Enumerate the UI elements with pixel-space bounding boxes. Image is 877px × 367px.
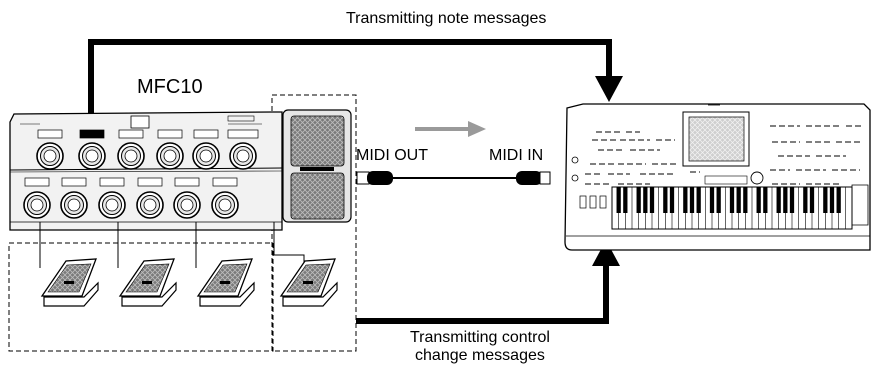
midi-in-label: MIDI IN xyxy=(489,147,544,164)
top-footswitch-3 xyxy=(117,142,145,170)
black-key-14 xyxy=(736,187,741,213)
expression-pedals xyxy=(40,258,338,307)
black-key-12 xyxy=(716,187,721,213)
black-key-15 xyxy=(743,187,748,213)
black-key-16 xyxy=(756,187,761,213)
keyboard-screen xyxy=(682,104,750,167)
bottom-row-number-labels xyxy=(24,177,238,187)
black-key-22 xyxy=(809,187,815,213)
device-name-label: MFC10 xyxy=(137,76,203,98)
black-key-3 xyxy=(636,187,641,213)
black-key-23 xyxy=(823,187,828,213)
bottom-footswitch-6 xyxy=(211,191,239,219)
black-key-11 xyxy=(709,187,715,213)
midi-cable xyxy=(356,171,551,185)
black-key-17 xyxy=(763,187,768,213)
black-key-21 xyxy=(803,187,808,213)
transfer-direction-arrow xyxy=(415,121,486,137)
black-key-7 xyxy=(669,187,675,213)
keyboard-panel-controls xyxy=(585,125,862,185)
control-messages-line2: change messages xyxy=(415,347,545,365)
arranger-keyboard xyxy=(564,103,871,251)
top-footswitch-4 xyxy=(156,142,184,170)
black-key-10 xyxy=(696,187,701,213)
footswitches xyxy=(23,142,257,219)
bottom-footswitch-1 xyxy=(23,191,51,219)
expression-pedal-1 xyxy=(40,258,99,307)
top-row-number-labels xyxy=(37,129,259,139)
expression-pedal-4 xyxy=(279,258,338,307)
top-footswitch-6 xyxy=(229,142,257,170)
black-key-19 xyxy=(783,187,788,213)
mfc10-unit xyxy=(9,109,352,231)
black-key-4 xyxy=(643,187,648,213)
top-footswitch-5 xyxy=(192,142,220,170)
control-messages-label: Transmitting control change messages xyxy=(410,329,550,366)
black-key-1 xyxy=(616,187,621,213)
black-key-20 xyxy=(789,187,795,213)
black-key-6 xyxy=(663,187,668,213)
top-footswitch-2 xyxy=(78,142,106,170)
black-key-24 xyxy=(829,187,835,213)
black-key-8 xyxy=(683,187,688,213)
expression-pedal-3 xyxy=(196,258,255,307)
bottom-footswitch-4 xyxy=(136,191,164,219)
bottom-footswitch-3 xyxy=(98,191,126,219)
black-key-2 xyxy=(623,187,628,213)
note-message-arrow xyxy=(88,39,623,139)
control-message-arrow xyxy=(356,240,620,324)
bottom-footswitch-5 xyxy=(173,191,201,219)
control-messages-line1: Transmitting control xyxy=(410,329,550,346)
midi-out-label: MIDI OUT xyxy=(356,147,428,164)
black-key-25 xyxy=(836,187,841,213)
expression-pedal-2 xyxy=(118,258,177,307)
black-key-18 xyxy=(776,187,781,213)
black-key-5 xyxy=(649,187,655,213)
black-key-13 xyxy=(729,187,735,213)
top-footswitch-1 xyxy=(36,142,64,170)
note-messages-label: Transmitting note messages xyxy=(346,10,547,27)
keyboard-keys xyxy=(611,186,853,230)
built-in-expression-pedal xyxy=(282,109,352,223)
black-key-9 xyxy=(689,187,695,213)
bottom-footswitch-2 xyxy=(60,191,88,219)
